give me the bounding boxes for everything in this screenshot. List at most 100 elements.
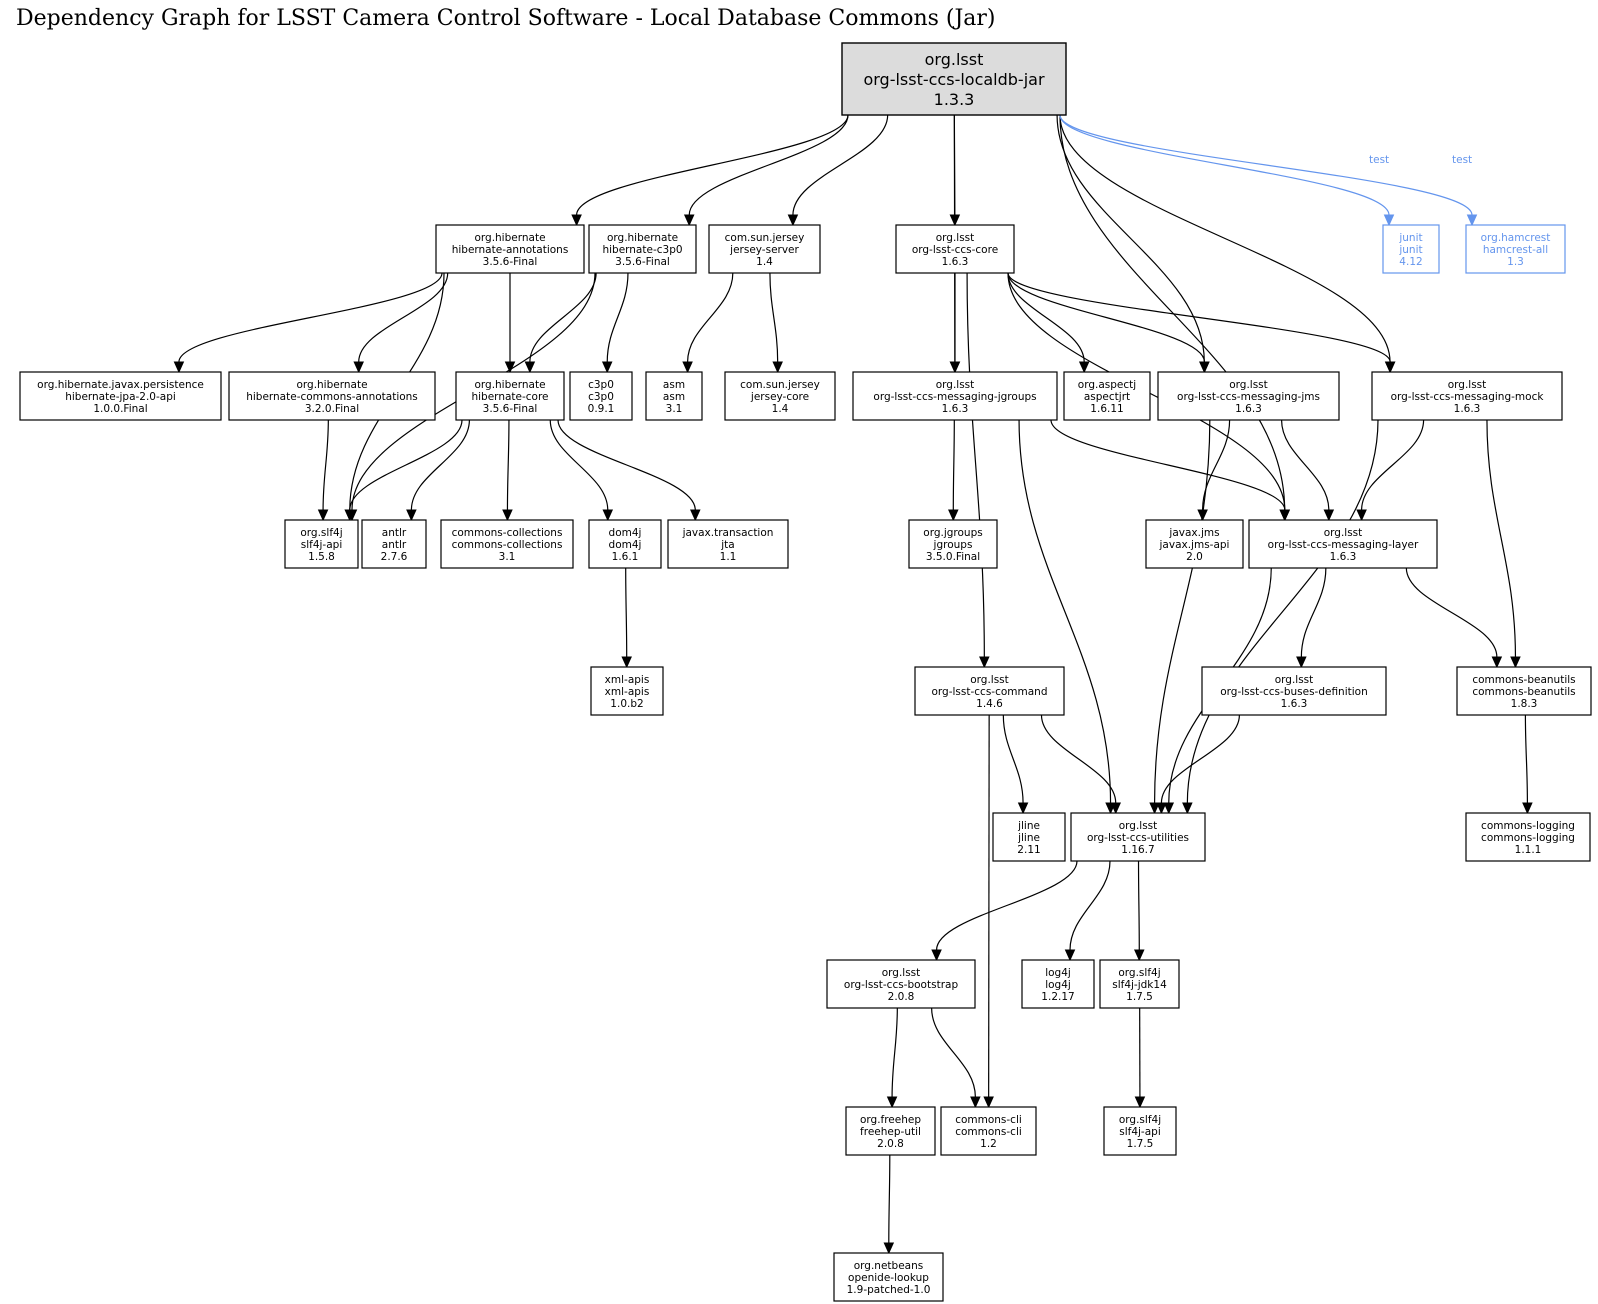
edge-msg-mock-to-msg-layer [1356,419,1425,522]
node-group: javax.transaction [682,527,774,539]
edge-line [606,272,629,363]
node-group: org.lsst [1324,527,1363,539]
edge-line [1069,860,1111,951]
node-box [940,1106,1037,1156]
node-artifact: org-lsst-ccs-core [912,244,998,256]
node-group: org.hibernate [296,379,367,391]
edge-line [931,1007,976,1098]
node-buses-def[interactable]: org.lsstorg-lsst-ccs-buses-definition1.6… [1201,666,1387,716]
arrowhead-icon [602,509,614,522]
edge-ccs-command-to-jline [1002,714,1029,815]
node-version: 1.6.3 [942,256,969,268]
node-commons-collections[interactable]: commons-collectionscommons-collections3.… [440,519,574,569]
node-box [455,371,565,421]
node-hib-ann[interactable]: org.hibernatehibernate-annotations3.5.6-… [435,224,585,274]
edge-msg-layer-to-buses-def [1296,567,1327,669]
arrowhead-icon [886,1096,898,1109]
node-box [845,1106,936,1156]
node-openide-lookup[interactable]: org.netbeansopenide-lookup1.9-patched-1.… [833,1252,944,1302]
edge-line [688,114,849,216]
arrowhead-icon [787,214,799,227]
node-version: 1.7.5 [1126,991,1153,1003]
node-artifact: commons-collections [452,539,563,551]
node-artifact: antlr [382,539,407,551]
edge-ccs-core-to-aspectjrt [1007,272,1090,374]
node-hib-commons-ann[interactable]: org.hibernatehibernate-commons-annotatio… [228,371,436,421]
arrowhead-icon [406,509,417,522]
node-box [708,224,821,274]
node-jpa[interactable]: org.hibernate.javax.persistencehibernate… [19,371,222,421]
node-version: 4.12 [1399,256,1422,268]
arrowhead-icon [682,361,693,374]
edge-jersey-server-to-asm [682,272,734,374]
node-artifact: hibernate-commons-annotations [246,391,418,403]
node-artifact: slf4j-api [1119,1126,1161,1138]
edge-line [549,419,609,511]
node-artifact: org-lsst-ccs-utilities [1087,832,1189,844]
node-msg-layer[interactable]: org.lsstorg-lsst-ccs-messaging-layer1.6.… [1248,519,1438,569]
node-artifact: org-lsst-ccs-messaging-mock [1391,391,1545,403]
edge-line [358,272,449,363]
node-version: 3.1 [499,551,516,563]
node-artifact: hibernate-annotations [452,244,569,256]
node-box [1465,224,1566,274]
node-artifact: org-lsst-ccs-messaging-layer [1268,539,1419,551]
edge-hib-core-to-commons-collections [502,419,513,522]
node-artifact: aspectjrt [1084,391,1130,403]
node-box [1063,371,1151,421]
edge-line [1186,419,1379,804]
node-artifact: asm [663,391,685,403]
edge-line [769,272,779,363]
node-box [590,666,664,716]
node-artifact: javax.jms-api [1159,539,1230,551]
node-version: 3.2.0.Final [305,403,359,415]
node-version: 1.6.3 [1281,698,1308,710]
node-artifact: org-lsst-ccs-command [932,686,1048,698]
arrowhead-icon [1134,949,1145,962]
arrowhead-icon [502,509,513,522]
edge-msg-jgroups-to-utilities [1018,419,1116,815]
edge-line [1160,714,1240,804]
node-msg-jgroups[interactable]: org.lsstorg-lsst-ccs-messaging-jgroups1.… [852,371,1058,421]
node-group: org.aspectj [1078,379,1136,391]
arrowhead-icon [1356,509,1367,522]
node-group: org.netbeans [854,1260,923,1272]
node-box [1382,224,1440,274]
node-version: 1.3.3 [934,90,975,109]
arrowhead-icon [571,214,582,227]
node-box [645,371,703,421]
